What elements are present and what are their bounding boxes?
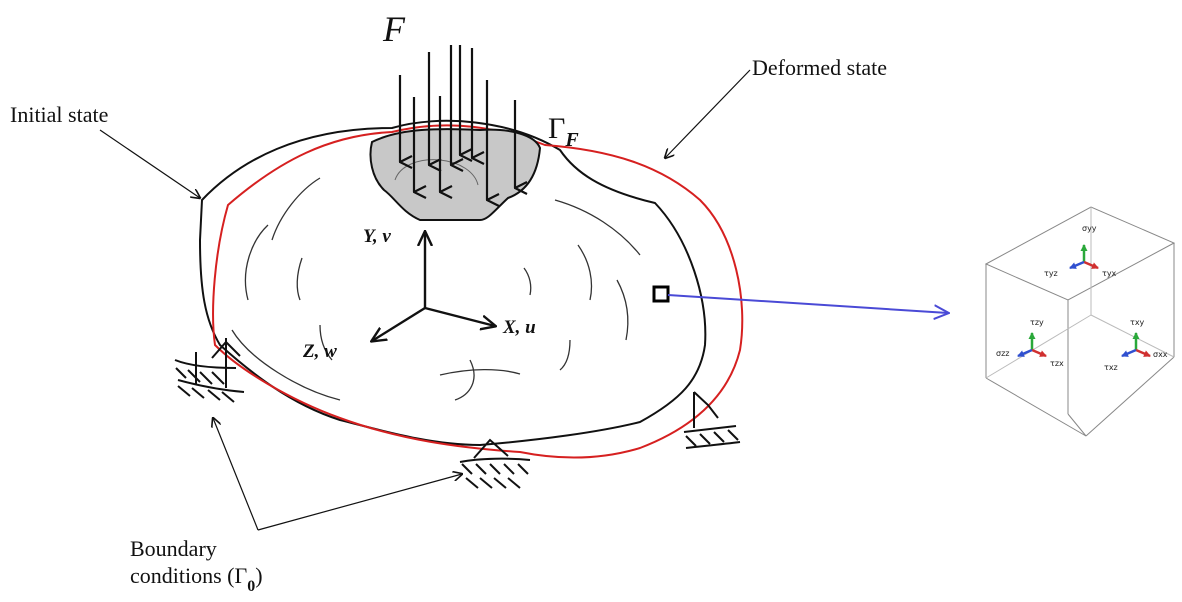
loaded-boundary-label: ΓF <box>548 112 579 152</box>
boundary-subscript: 0 <box>247 578 256 595</box>
material-point-marker <box>652 285 670 303</box>
coordinate-axes <box>372 232 495 341</box>
support-bottom <box>459 438 531 489</box>
pointer-lines <box>99 69 751 531</box>
label-tau-yx: τyx <box>1102 269 1117 278</box>
label-sigma-xx: σxx <box>1153 350 1168 359</box>
deformed-state-outline <box>212 124 744 459</box>
label-tau-zx: τzx <box>1050 359 1064 368</box>
axis-x-arrow <box>424 306 495 326</box>
label-sigma-zz: σzz <box>996 349 1009 358</box>
axis-z-arrow <box>372 306 426 341</box>
force-label: F <box>383 9 405 49</box>
link-arrow <box>667 294 948 313</box>
interior-sketch-lines <box>231 177 641 401</box>
gamma-f-subscript: F <box>565 129 579 151</box>
label-tau-zy: τzy <box>1030 318 1044 327</box>
initial-state-label: Initial state <box>10 102 109 127</box>
boundary-line-1: Boundary <box>130 536 217 561</box>
label-tau-xy: τxy <box>1130 318 1145 327</box>
support-right <box>683 391 741 449</box>
label-sigma-yy: σyy <box>1082 224 1097 233</box>
axis-x-label: X, u <box>503 317 536 338</box>
label-tau-yz: τyz <box>1044 269 1058 278</box>
gamma-symbol: Γ <box>548 112 566 145</box>
deformed-state-label: Deformed state <box>752 55 887 80</box>
cube-stress-arrows <box>1017 244 1151 358</box>
boundary-conditions-label: Boundary conditions (Γ0) <box>130 535 263 600</box>
cube-labels: σyy τyz τyx τzy τxy σzz τzx τxz σxx <box>996 224 1168 372</box>
axis-y-label: Y, v <box>363 226 391 247</box>
stress-element-cube <box>984 206 1176 437</box>
boundary-line-2: conditions (Γ0) <box>130 562 263 600</box>
support-left <box>174 338 245 403</box>
boundary-text: conditions (Γ <box>130 563 248 588</box>
label-tau-xz: τxz <box>1104 363 1118 372</box>
load-arrows <box>398 45 515 200</box>
boundary-close: ) <box>255 563 263 588</box>
axis-z-label: Z, w <box>303 341 337 362</box>
